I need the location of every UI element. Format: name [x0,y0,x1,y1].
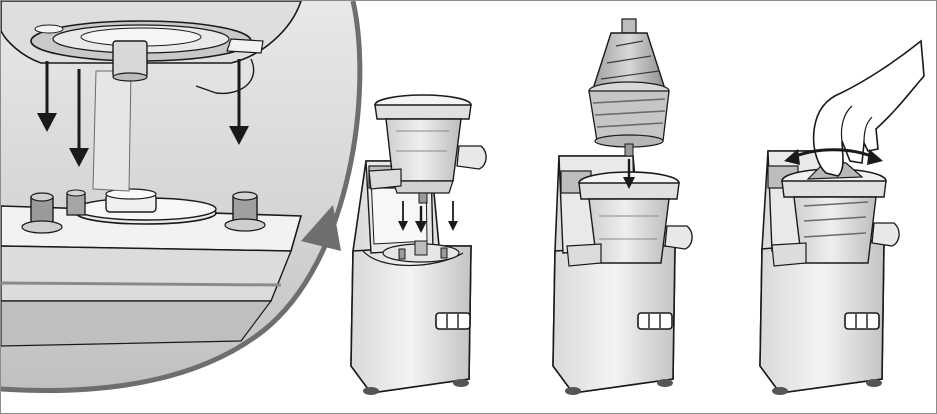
step-insert-auger-strainer-panel [553,19,692,395]
down-arrow-icon [448,201,458,231]
locking-pin-middle [67,190,85,215]
control-buttons-icon [845,313,879,329]
step-place-bowl-panel [351,95,486,395]
auger-strainer [589,19,669,156]
detail-magnified-panel [1,1,381,413]
step-twist-to-lock-panel [760,41,924,395]
control-buttons-icon [436,313,470,329]
juicing-bowl [369,95,486,203]
control-buttons-icon [638,313,672,329]
